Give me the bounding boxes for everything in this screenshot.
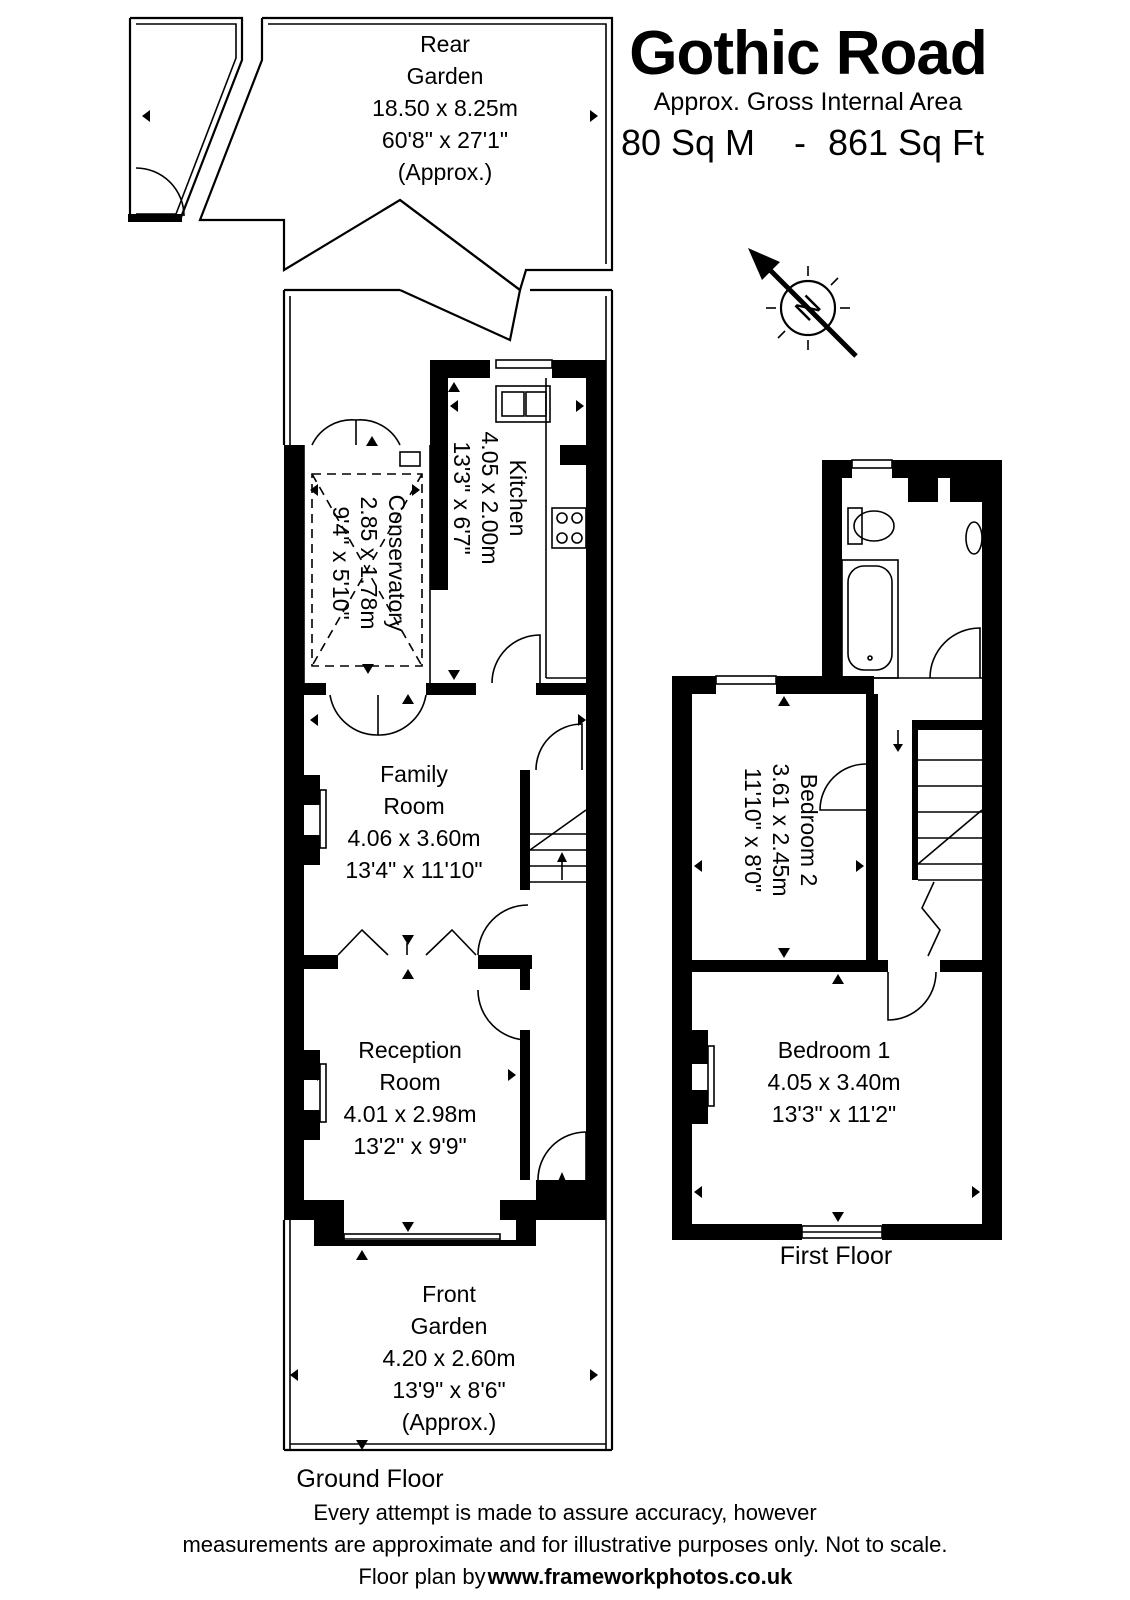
front-garden-imperial: 13'9" x 8'6" xyxy=(392,1377,505,1403)
area-separator: - xyxy=(794,122,806,163)
bedroom-2-label: Bedroom 2 xyxy=(796,774,822,887)
front-garden-metric: 4.20 x 2.60m xyxy=(383,1345,516,1371)
rear-garden-metric: 18.50 x 8.25m xyxy=(372,95,518,121)
first-floor-dimension-arrows xyxy=(694,696,980,1222)
family-room-label-2: Room xyxy=(383,793,444,819)
family-room-metric: 4.06 x 3.60m xyxy=(348,825,481,851)
ground-stairs-icon xyxy=(529,723,587,883)
first-floor-walls xyxy=(672,460,1002,1240)
bedroom-2-metric: 3.61 x 2.45m xyxy=(768,764,794,897)
rear-garden-arrows xyxy=(142,110,598,122)
kitchen-imperial: 13'3" x 6'7" xyxy=(449,441,475,554)
conservatory-metric: 2.85 x 1.78m xyxy=(356,497,382,630)
page-title: Gothic Road xyxy=(629,19,987,88)
area-sqft: 861 Sq Ft xyxy=(828,122,984,163)
front-garden-approx: (Approx.) xyxy=(402,1409,497,1435)
rear-garden-label-2: Garden xyxy=(407,63,484,89)
bedroom-1-metric: 4.05 x 3.40m xyxy=(768,1069,901,1095)
reception-room-label-2: Room xyxy=(379,1069,440,1095)
area-sqm: 80 Sq M xyxy=(621,122,755,163)
ground-floor-windows xyxy=(343,1233,501,1245)
credit-url-link[interactable]: www.frameworkphotos.co.uk xyxy=(487,1564,794,1589)
reception-room-metric: 4.01 x 2.98m xyxy=(344,1101,477,1127)
compass-icon: N xyxy=(748,248,858,358)
front-garden-outline xyxy=(282,1220,612,1452)
rear-garden-outline xyxy=(128,16,614,1450)
ground-floor-doors xyxy=(319,789,587,1194)
family-room-label-1: Family xyxy=(380,761,448,787)
rear-garden-label-1: Rear xyxy=(420,31,470,57)
bedroom-1-imperial: 13'3" x 11'2" xyxy=(772,1101,896,1127)
front-garden-label-1: Front xyxy=(422,1281,476,1307)
ground-floor-label: Ground Floor xyxy=(296,1465,443,1493)
front-garden-label-2: Garden xyxy=(411,1313,488,1339)
family-room-imperial: 13'4" x 11'10" xyxy=(345,857,482,883)
conservatory-imperial: 9'4" x 5'10" xyxy=(328,506,354,619)
kitchen-metric: 4.05 x 2.00m xyxy=(477,432,503,565)
bedroom-2-imperial: 11'10" x 8'0" xyxy=(740,768,766,892)
first-floor-fittings xyxy=(707,459,983,1239)
kitchen-fittings xyxy=(491,359,587,684)
reception-room-label-1: Reception xyxy=(358,1037,462,1063)
rear-garden-approx: (Approx.) xyxy=(398,159,493,185)
area-subtitle: Approx. Gross Internal Area xyxy=(654,88,963,116)
ground-floor-dimension-arrows xyxy=(290,382,598,1450)
credit-prefix: Floor plan by xyxy=(358,1564,485,1589)
conservatory-label: Conservatory xyxy=(384,495,410,632)
reception-room-imperial: 13'2" x 9'9" xyxy=(353,1133,466,1159)
first-floor-label: First Floor xyxy=(780,1242,893,1270)
kitchen-label: Kitchen xyxy=(505,460,531,537)
ground-floor-walls xyxy=(284,360,606,1246)
rear-garden-imperial: 60'8" x 27'1" xyxy=(382,127,508,153)
disclaimer-line-2: measurements are approximate and for ill… xyxy=(182,1532,947,1557)
conservatory-structure xyxy=(303,419,431,736)
bedroom-1-label: Bedroom 1 xyxy=(778,1037,891,1063)
disclaimer-line-1: Every attempt is made to assure accuracy… xyxy=(313,1500,816,1525)
